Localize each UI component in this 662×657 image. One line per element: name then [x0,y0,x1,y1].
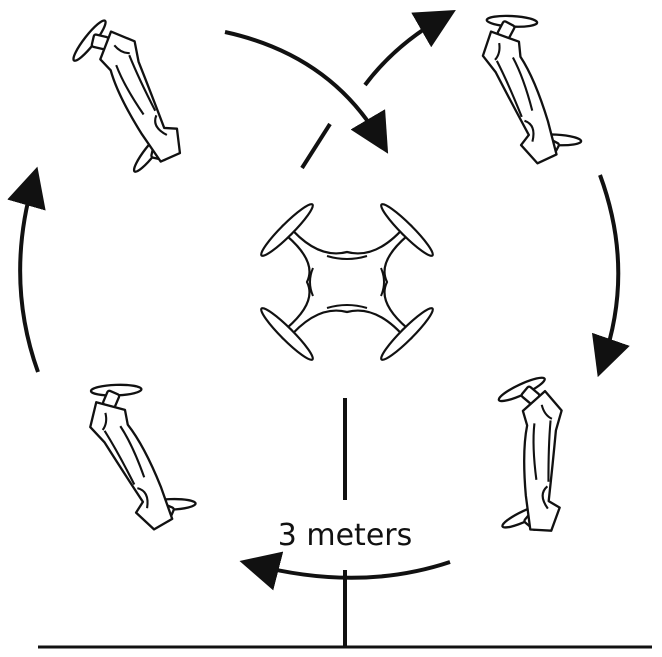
drone-bottom-right-icon [431,359,626,556]
distance-label: 3 meters [278,518,413,553]
drone-top-right-icon [435,0,626,179]
drone-top-left-icon [46,11,207,184]
arrow-right-side-down [591,174,630,378]
arrow-center-to-top-right [363,10,456,87]
drone-bottom-left-icon [47,365,234,543]
quadcopter-top-view-icon [256,199,438,365]
arrow-top-left-to-center [224,30,389,154]
arrow-bottom-left [239,551,451,591]
arrow-left-side-up [7,166,46,373]
path-dash [300,122,332,170]
